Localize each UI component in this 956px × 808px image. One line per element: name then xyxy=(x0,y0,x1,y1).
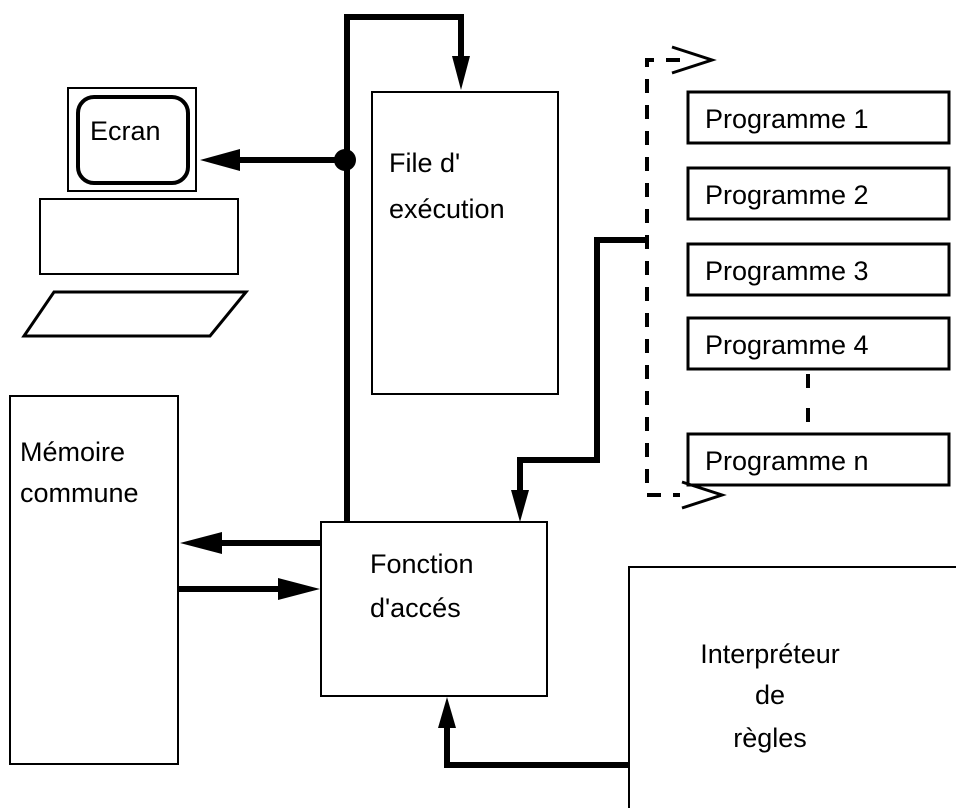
programme-n: Programme n xyxy=(686,432,951,487)
execution-queue-box: File d' exécution xyxy=(371,91,559,395)
rule-interpreter-label-2: de xyxy=(755,680,785,710)
interpreter-to-access-line xyxy=(444,722,629,768)
programme-4: Programme 4 xyxy=(686,316,951,371)
bus-to-execution-queue xyxy=(344,14,464,522)
programme-1: Programme 1 xyxy=(686,90,951,145)
arrow-left-memory xyxy=(180,532,222,554)
rule-interpreter-label-1: Interpréteur xyxy=(700,639,840,669)
programme-selector-dashed xyxy=(645,58,680,497)
programme-label: Programme 4 xyxy=(705,330,869,360)
computer-terminal: Ecran xyxy=(21,87,250,338)
access-function-box: Fonction d'accés xyxy=(320,521,548,697)
keyboard xyxy=(21,290,250,338)
programme-label: Programme 3 xyxy=(705,256,869,286)
access-function-label-1: Fonction xyxy=(370,549,474,579)
arrow-up-access xyxy=(438,697,456,728)
computer-base xyxy=(39,198,239,275)
programmes-to-access-line xyxy=(517,237,647,497)
arrow-open-top xyxy=(671,45,717,75)
shared-memory-box: Mémoire commune xyxy=(9,395,179,765)
arrow-right-access xyxy=(278,578,320,600)
monitor-screen xyxy=(76,95,190,185)
programme-3: Programme 3 xyxy=(686,242,951,297)
programme-list: Programme 1 Programme 2 Programme 3 Prog… xyxy=(686,90,951,487)
programme-label: Programme 2 xyxy=(705,180,869,210)
execution-queue-label-2: exécution xyxy=(389,194,505,224)
shared-memory-label-1: Mémoire xyxy=(20,437,125,467)
arrow-open-bottom xyxy=(681,480,727,510)
arrow-down-access xyxy=(511,490,529,522)
rule-interpreter-box: Interpréteur de règles xyxy=(628,566,956,808)
arrow-down-execution-queue xyxy=(452,56,470,90)
execution-queue-label-1: File d' xyxy=(389,148,460,178)
programme-label: Programme n xyxy=(705,446,869,476)
screen-label: Ecran xyxy=(90,116,161,146)
rule-interpreter-label-3: règles xyxy=(733,723,807,753)
connections xyxy=(178,14,727,768)
access-function-label-2: d'accés xyxy=(370,593,461,623)
programme-2: Programme 2 xyxy=(686,166,951,221)
arrow-left-screen xyxy=(200,149,240,171)
programme-label: Programme 1 xyxy=(705,104,869,134)
shared-memory-label-2: commune xyxy=(20,478,139,508)
